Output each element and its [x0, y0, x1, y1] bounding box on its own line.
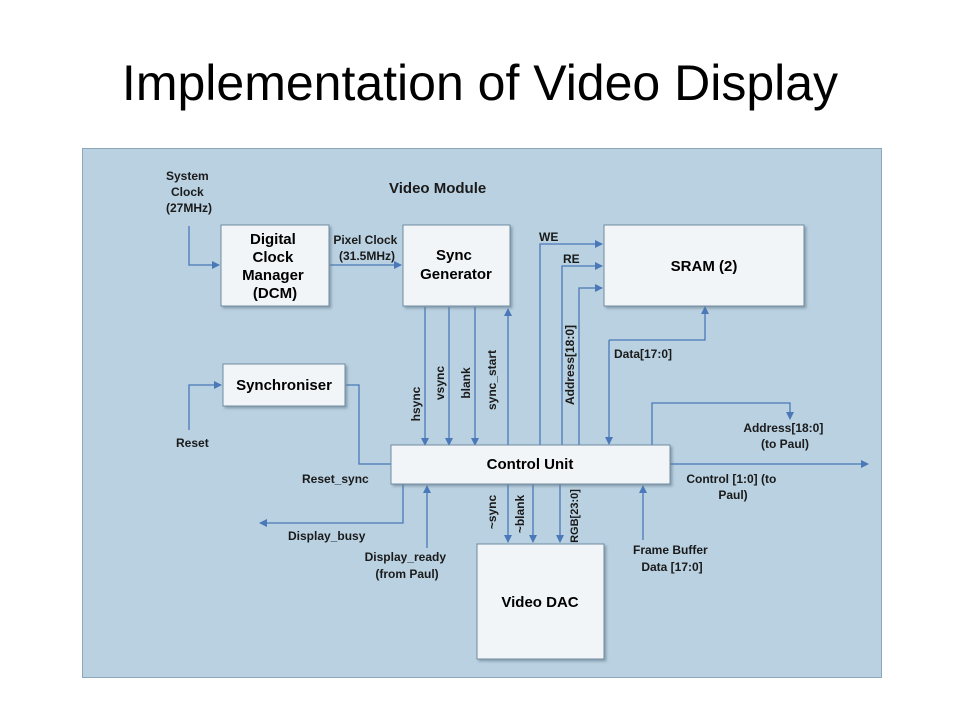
block-sram: SRAM (2)	[603, 224, 805, 307]
address-out-line-1: Address[18:0]	[743, 421, 823, 435]
svg-text:Pixel Clock (31.5MHz): Pixel Clock (31.5MHz)	[333, 233, 400, 263]
dcm-line-2: Clock	[252, 249, 294, 266]
video-dac-label: Video DAC	[501, 594, 578, 611]
display-busy-label: Display_busy	[288, 529, 366, 543]
block-sync-generator: Sync Generator	[402, 224, 511, 307]
data-label: Data[17:0]	[614, 347, 672, 361]
nsync-label: ~sync	[485, 494, 499, 529]
reset-sync-label: Reset_sync	[302, 472, 369, 486]
svg-text:Control [1:0] (to Paul): Control [1:0] (to Paul)	[686, 472, 779, 502]
block-dcm: Digital Clock Manager (DCM)	[220, 224, 330, 307]
rgb-label: RGB[23:0]	[569, 489, 581, 543]
re-label: RE	[563, 252, 580, 266]
vsync-label: vsync	[433, 366, 447, 400]
wire-we	[539, 240, 603, 445]
wire-system-clock	[188, 226, 220, 269]
svg-text:Sync Generator: Sync Generator	[420, 247, 492, 283]
block-video-dac: Video DAC	[476, 543, 605, 660]
sync-start-label: sync_start	[485, 350, 499, 410]
nblank-label: ~blank	[513, 495, 527, 534]
pixel-clock-line-2: (31.5MHz)	[339, 249, 395, 263]
page-title: Implementation of Video Display	[121, 55, 839, 111]
dcm-line-1: Digital	[250, 231, 296, 248]
sram-label: SRAM (2)	[671, 258, 738, 275]
system-clock-line-3: (27MHz)	[166, 201, 212, 215]
video-module-label: Video Module	[389, 180, 486, 197]
we-label: WE	[539, 230, 558, 244]
dcm-line-4: (DCM)	[253, 285, 297, 302]
system-clock-line-2: Clock	[171, 185, 204, 199]
wire-address-sram	[578, 284, 603, 445]
wire-reset	[188, 381, 222, 430]
svg-text:Display_ready (from Paul): Display_ready (from Paul)	[365, 550, 450, 581]
dcm-line-3: Manager	[242, 267, 304, 284]
display-ready-line-1: Display_ready	[365, 550, 447, 564]
pixel-clock-line-1: Pixel Clock	[333, 233, 397, 247]
svg-text:Address[18:0] (to Paul): Address[18:0] (to Paul)	[743, 421, 826, 451]
wire-re	[561, 262, 603, 445]
control-out-line-2: Paul)	[718, 488, 747, 502]
reset-label: Reset	[176, 436, 209, 450]
wire-address-out	[651, 402, 794, 445]
blank-label: blank	[459, 367, 473, 399]
svg-text:Digital Clock Mana: Digital Clock Manager (DCM)	[242, 231, 308, 302]
block-control-unit: Control Unit	[390, 444, 671, 485]
hsync-label: hsync	[409, 386, 423, 421]
svg-text:System Clock (27MHz): System Clock (27MHz)	[166, 169, 212, 215]
display-ready-line-2: (from Paul)	[375, 567, 438, 581]
address-out-line-2: (to Paul)	[761, 437, 809, 451]
synchroniser-label: Synchroniser	[236, 377, 332, 394]
frame-buffer-line-1: Frame Buffer	[633, 543, 708, 557]
svg-text:Frame Buffer Data [17:0]: Frame Buffer Data [17:0]	[633, 543, 711, 574]
wire-data	[609, 306, 709, 341]
system-clock-line-1: System	[166, 169, 209, 183]
wire-display-busy	[259, 484, 404, 527]
control-unit-label: Control Unit	[487, 456, 574, 473]
sync-gen-line-1: Sync	[436, 247, 472, 264]
frame-buffer-line-2: Data [17:0]	[641, 560, 702, 574]
sync-gen-line-2: Generator	[420, 266, 492, 283]
control-out-line-1: Control [1:0] (to	[686, 472, 776, 486]
wire-reset-sync	[346, 384, 391, 465]
address-sram-label: Address[18:0]	[563, 325, 577, 405]
block-synchroniser: Synchroniser	[222, 363, 346, 407]
